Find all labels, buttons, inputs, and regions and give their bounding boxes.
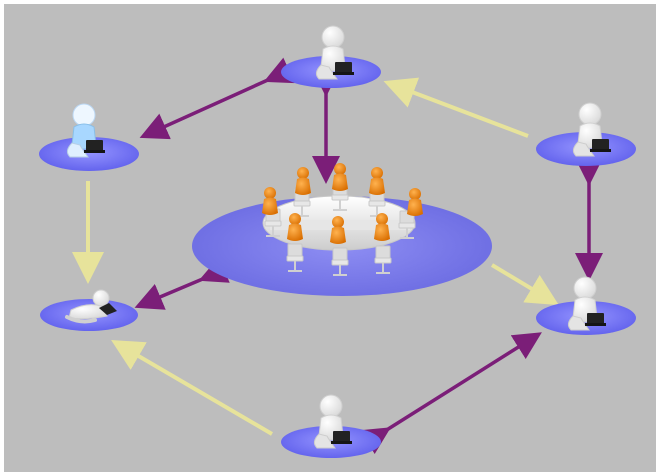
bottom-to-right-lower-arrow [359,332,542,455]
meeting-table-icon [262,163,423,276]
center-to-left-lower-arrow [134,256,230,310]
right-top-to-top-arrow [383,77,529,138]
bottom-to-left-lower-arrow [111,339,274,436]
top-to-left-arrow [139,57,295,140]
left-platform [39,137,139,171]
center-to-right-lower-arrow [490,263,559,306]
